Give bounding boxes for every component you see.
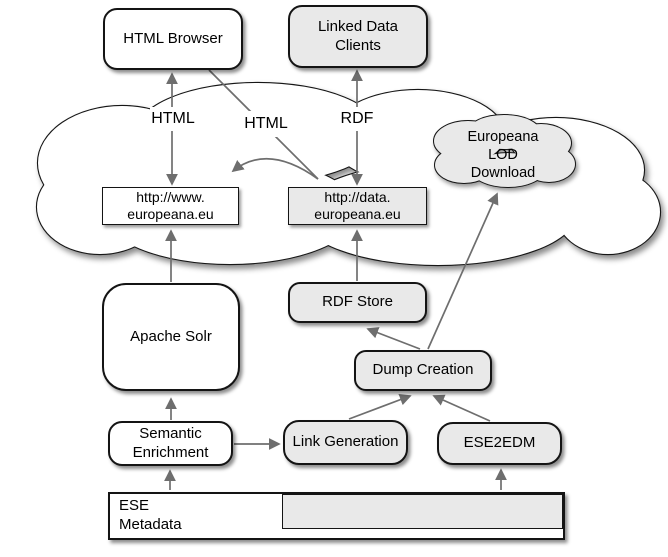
node-label: Semantic	[139, 424, 202, 442]
node-label: Clients	[335, 36, 381, 54]
node-rdf-store: RDF Store	[288, 282, 427, 323]
edge-label-html-data: HTML	[239, 111, 293, 137]
node-label: ESE	[119, 497, 150, 515]
lod-cloud-fill	[434, 115, 575, 187]
arrow-linkgen-dump	[348, 394, 412, 420]
node-label: Enrichment	[132, 443, 209, 461]
node-label: Link Generation	[292, 433, 399, 451]
node-linked-data-clients: Linked Data Clients	[288, 5, 428, 68]
node-label: ESE2EDM	[463, 434, 536, 452]
node-label: Europeana	[467, 128, 539, 145]
node-semantic-enrichment: Semantic Enrichment	[108, 421, 233, 466]
edge-label-html-www: HTML	[150, 107, 196, 131]
node-label: Download	[470, 165, 536, 182]
node-label: Apache Solr	[130, 327, 212, 345]
arrow-data-redirect-www	[231, 157, 319, 180]
node-label: Linked Data	[317, 17, 399, 35]
node-label: http://www.	[136, 188, 205, 205]
arrow-dump-rdfstore	[366, 327, 421, 350]
node-apache-solr: Apache Solr	[102, 283, 240, 391]
node-dump-creation: Dump Creation	[354, 350, 492, 391]
arrows	[164, 69, 507, 490]
ese-metadata-gray-region	[282, 494, 563, 529]
node-label: europeana.eu	[127, 206, 214, 222]
arrow-ese2edm-dump	[432, 394, 491, 422]
arrow-dump-lod	[427, 192, 499, 350]
node-link-generation: Link Generation	[283, 420, 408, 465]
node-data-endpoint: http://data. europeana.eu	[288, 187, 427, 225]
edge-label-rdf: RDF	[335, 107, 379, 131]
node-www-endpoint: http://www. europeana.eu	[102, 187, 239, 225]
node-label: Metadata	[119, 516, 182, 533]
node-ese-metadata: ESE Metadata	[108, 492, 565, 540]
node-html-browser: HTML Browser	[103, 8, 243, 70]
node-lod-download-label: Europeana LOD Download	[436, 124, 570, 186]
node-label: HTML Browser	[123, 29, 223, 47]
node-label: europeana.eu	[314, 206, 401, 222]
node-label: Dump Creation	[372, 361, 474, 379]
node-ese2edm: ESE2EDM	[437, 422, 562, 465]
node-label: RDF Store	[322, 293, 393, 311]
node-label: http://data.	[324, 188, 391, 205]
node-label: LOD	[488, 146, 518, 163]
